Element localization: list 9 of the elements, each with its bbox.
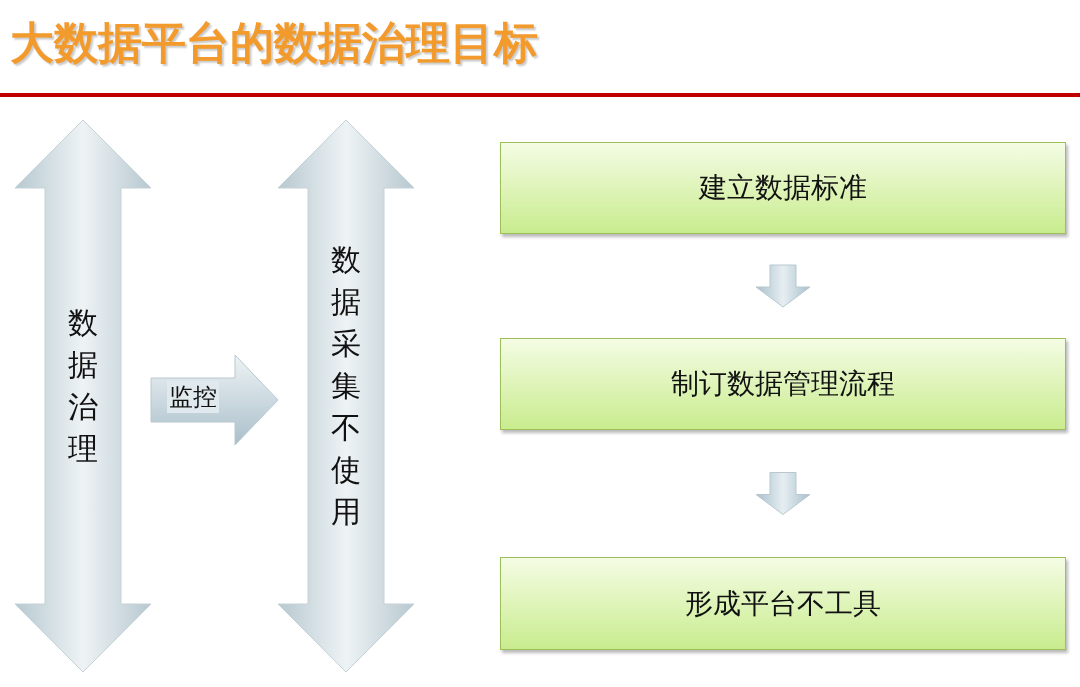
edge-label: 监控 bbox=[167, 381, 219, 413]
title: 大数据平台的数据治理目标 bbox=[10, 16, 538, 70]
process-box: 建立数据标准 bbox=[500, 142, 1066, 234]
block-arrow bbox=[755, 472, 811, 515]
arrow-label: 数据治理 bbox=[67, 304, 99, 468]
process-box: 制订数据管理流程 bbox=[500, 338, 1066, 430]
arrow-label: 数据采集不使用 bbox=[330, 241, 362, 531]
process-box: 形成平台不工具 bbox=[500, 557, 1066, 650]
block-arrow bbox=[755, 264, 811, 308]
